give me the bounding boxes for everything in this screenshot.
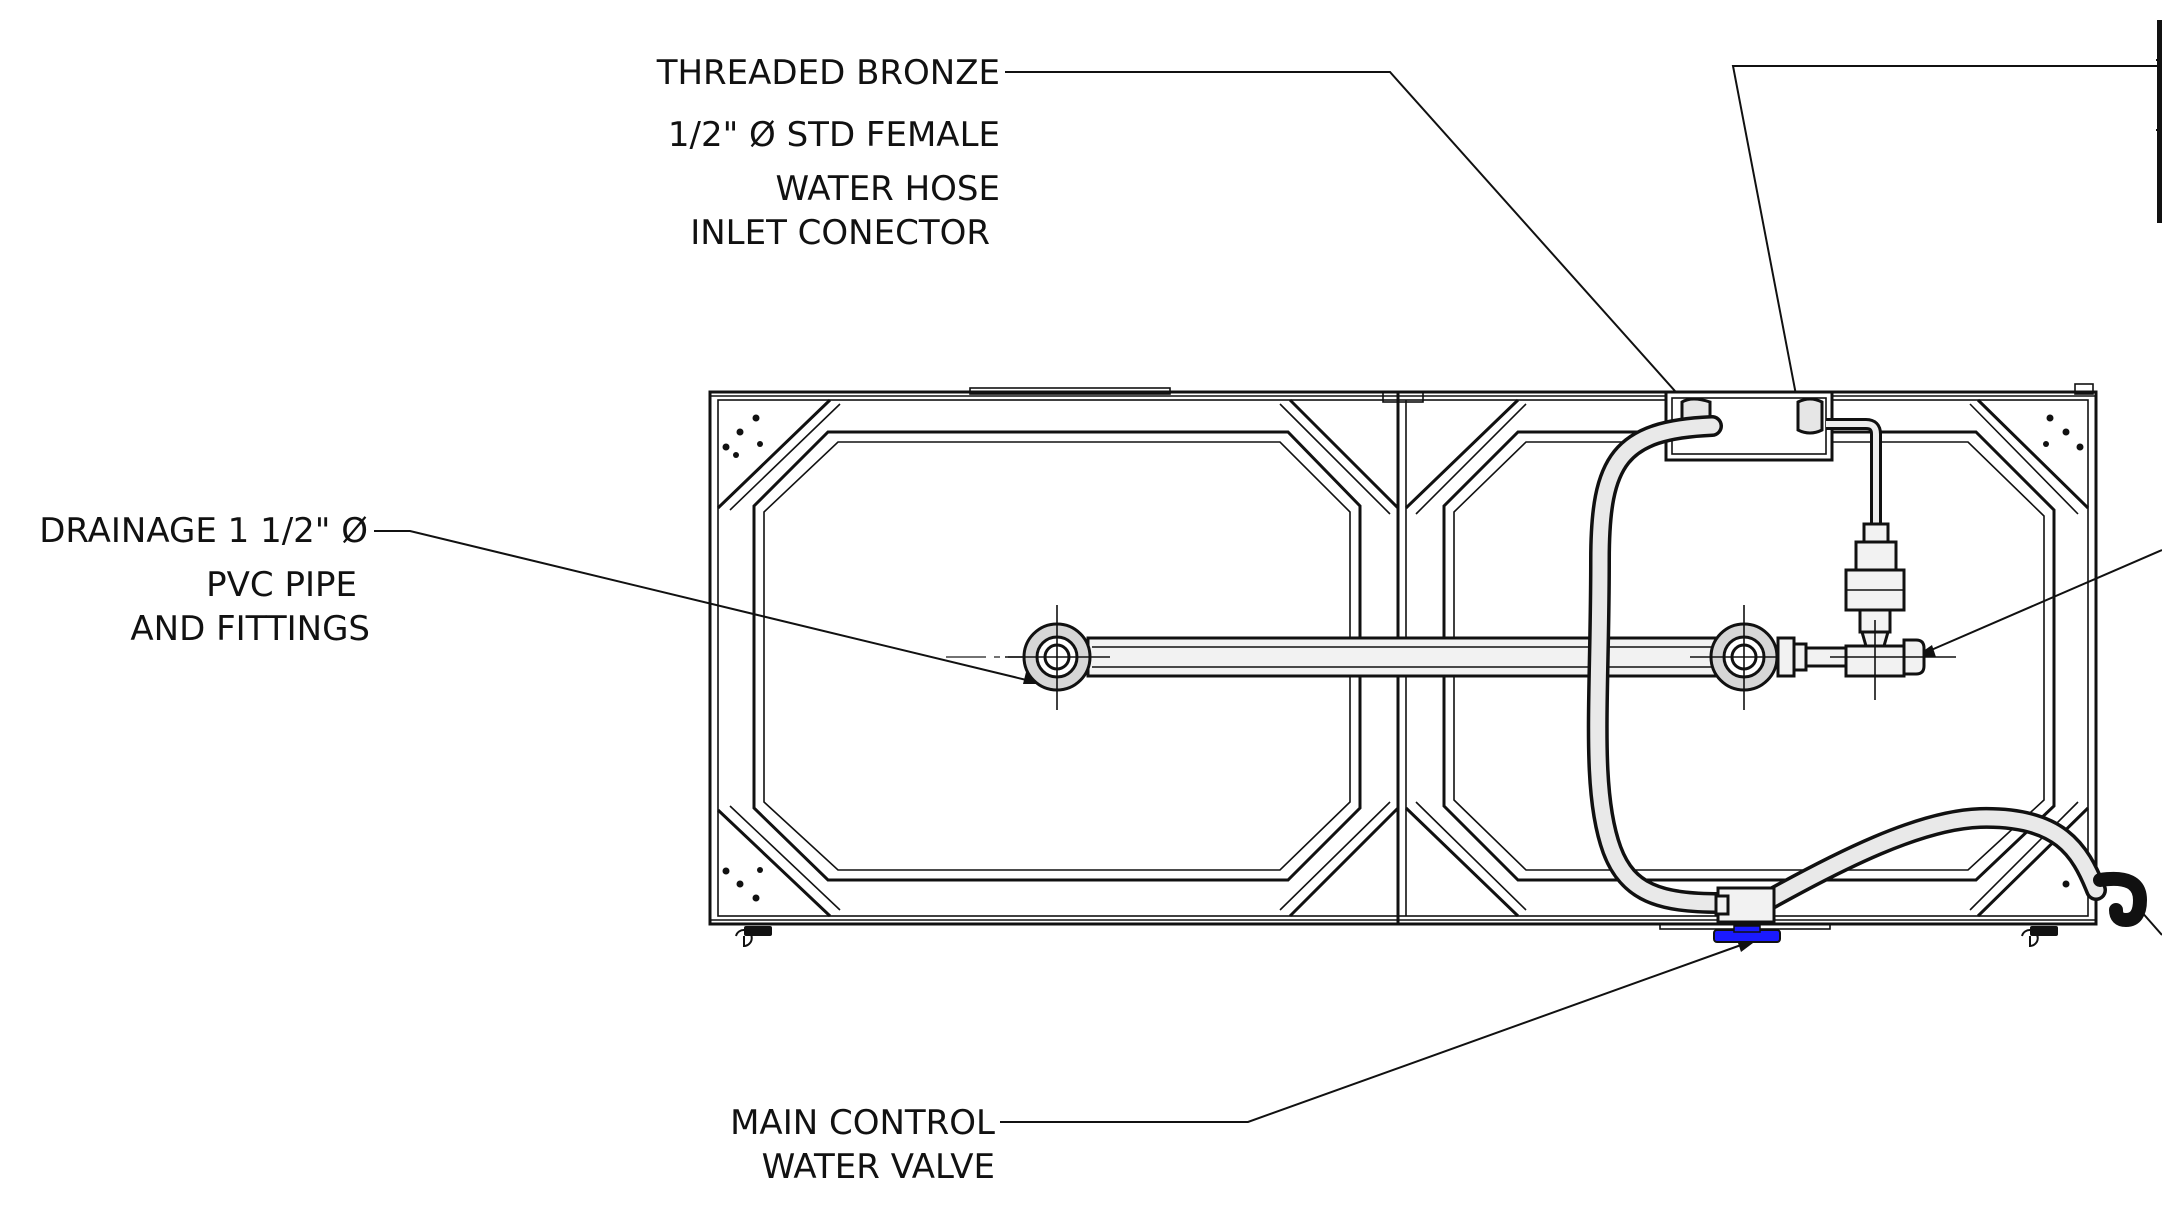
inlet-label-line-1: THREADED BRONZE bbox=[656, 53, 1000, 93]
valve-hose bbox=[1749, 806, 2148, 928]
leader-inlet bbox=[1005, 71, 1684, 401]
left-compartment-inner-octagon bbox=[763, 441, 1351, 871]
callout-drainage: DRAINAGE 1 1/2" Ø PVC PIPE AND FITTINGS bbox=[39, 511, 370, 649]
right-compartment-inner-octagon bbox=[1453, 441, 2045, 871]
bronze-inlet-right bbox=[1796, 397, 1824, 435]
valve-label-line-1: MAIN CONTROL bbox=[730, 1103, 995, 1143]
leader-drainage bbox=[374, 530, 1044, 685]
leader-right-mid bbox=[1914, 549, 2162, 658]
drainage-label-line-3: AND FITTINGS bbox=[130, 609, 370, 649]
right-compartment bbox=[1404, 398, 2090, 918]
inlet-label-line-4: INLET CONECTOR bbox=[690, 213, 990, 253]
drainage-pipe-assembly bbox=[946, 605, 1848, 710]
tank-inner-wall bbox=[717, 399, 2089, 917]
top-plate-left bbox=[969, 387, 1171, 395]
callout-main-valve: MAIN CONTROL WATER VALVE bbox=[730, 1103, 995, 1187]
callout-inlet-connector: THREADED BRONZE 1/2" Ø STD FEMALE WATER … bbox=[656, 53, 1000, 253]
right-compartment-outer-octagon bbox=[1442, 430, 2056, 882]
hose-end-hook bbox=[2093, 872, 2148, 928]
top-right-tab bbox=[2074, 383, 2094, 395]
leader-right-top bbox=[1731, 65, 2162, 401]
riser-valve-assembly bbox=[1826, 418, 1956, 700]
leader-lines bbox=[374, 65, 2162, 1123]
water-hose-loop bbox=[1586, 415, 1731, 914]
drainage-pipe bbox=[1086, 636, 1720, 678]
drainage-label-line-2: PVC PIPE bbox=[206, 565, 357, 605]
main-control-valve bbox=[1713, 886, 1781, 943]
drainage-label-line-1: DRAINAGE 1 1/2" Ø bbox=[39, 511, 368, 551]
leader-valve bbox=[1000, 939, 1756, 1123]
left-compartment bbox=[716, 398, 1400, 918]
tank-feet bbox=[735, 923, 2058, 948]
inlet-label-line-3: WATER HOSE bbox=[776, 169, 1000, 209]
top-center-bracket bbox=[1382, 391, 1424, 403]
valve-label-line-2: WATER VALVE bbox=[762, 1147, 995, 1187]
left-compartment-outer-octagon bbox=[752, 430, 1362, 882]
title-block-edge bbox=[2156, 20, 2162, 223]
inlet-label-line-2: 1/2" Ø STD FEMALE bbox=[668, 115, 1000, 155]
